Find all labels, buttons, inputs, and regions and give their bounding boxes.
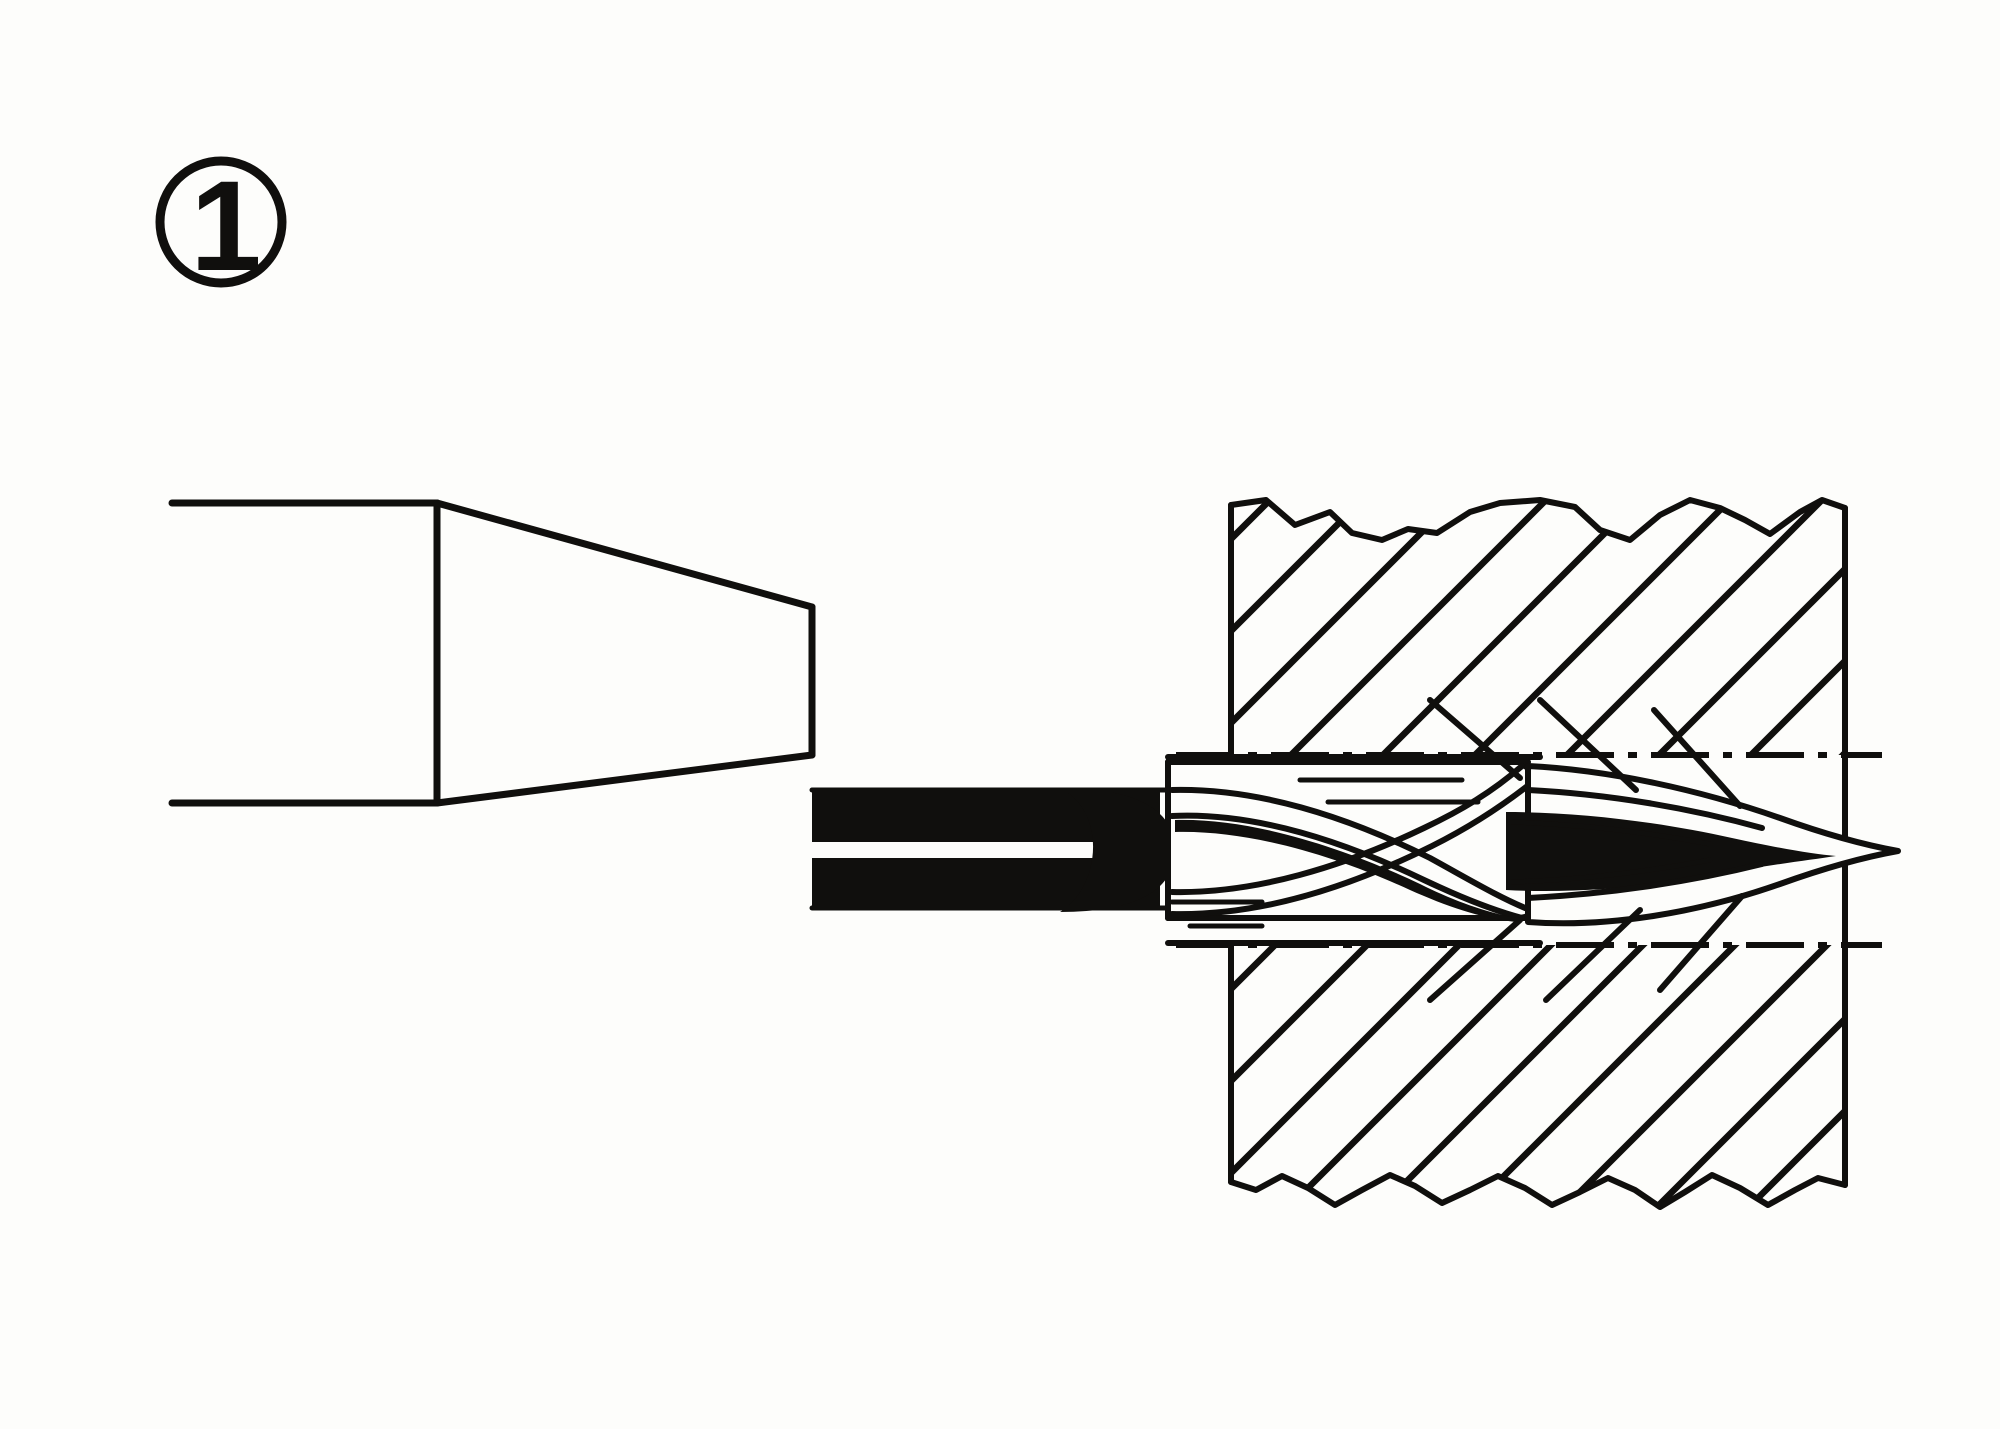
step-badge: 1 — [155, 155, 287, 298]
centerlines — [1176, 752, 1882, 948]
shank-band-upper — [812, 790, 1160, 842]
workpiece-break-edge-bottom — [1228, 1172, 1848, 1210]
workpiece-hatch-upper — [1231, 500, 1845, 755]
drill-point-chisel — [1506, 812, 1836, 892]
step-badge-number: 1 — [190, 155, 261, 298]
point-lip-lower — [1525, 861, 1765, 901]
point-relief-lower — [1507, 857, 1713, 885]
flute-curve-c — [1169, 763, 1525, 896]
chuck-taper-lower — [433, 751, 816, 807]
shank-end-cap — [1060, 788, 1175, 912]
flute-solid-upper — [1175, 819, 1516, 922]
point-relief-upper — [1507, 819, 1713, 847]
circled-number-icon — [155, 156, 287, 288]
drill-shank — [805, 787, 1175, 912]
flute-curve-b — [1169, 812, 1525, 921]
point-lip-upper — [1525, 787, 1765, 831]
drill-fluted-body — [1165, 759, 1559, 929]
shank-band-lower — [812, 858, 1160, 908]
drill-chuck — [168, 499, 816, 807]
flute-curve-d — [1169, 781, 1533, 918]
flute-curve-a — [1169, 786, 1533, 913]
chuck-taper-upper — [433, 499, 816, 611]
drill-point — [1427, 697, 1901, 1003]
workpiece-break-edge-top — [1228, 497, 1848, 543]
workpiece-hatch-lower — [1231, 945, 1845, 1207]
